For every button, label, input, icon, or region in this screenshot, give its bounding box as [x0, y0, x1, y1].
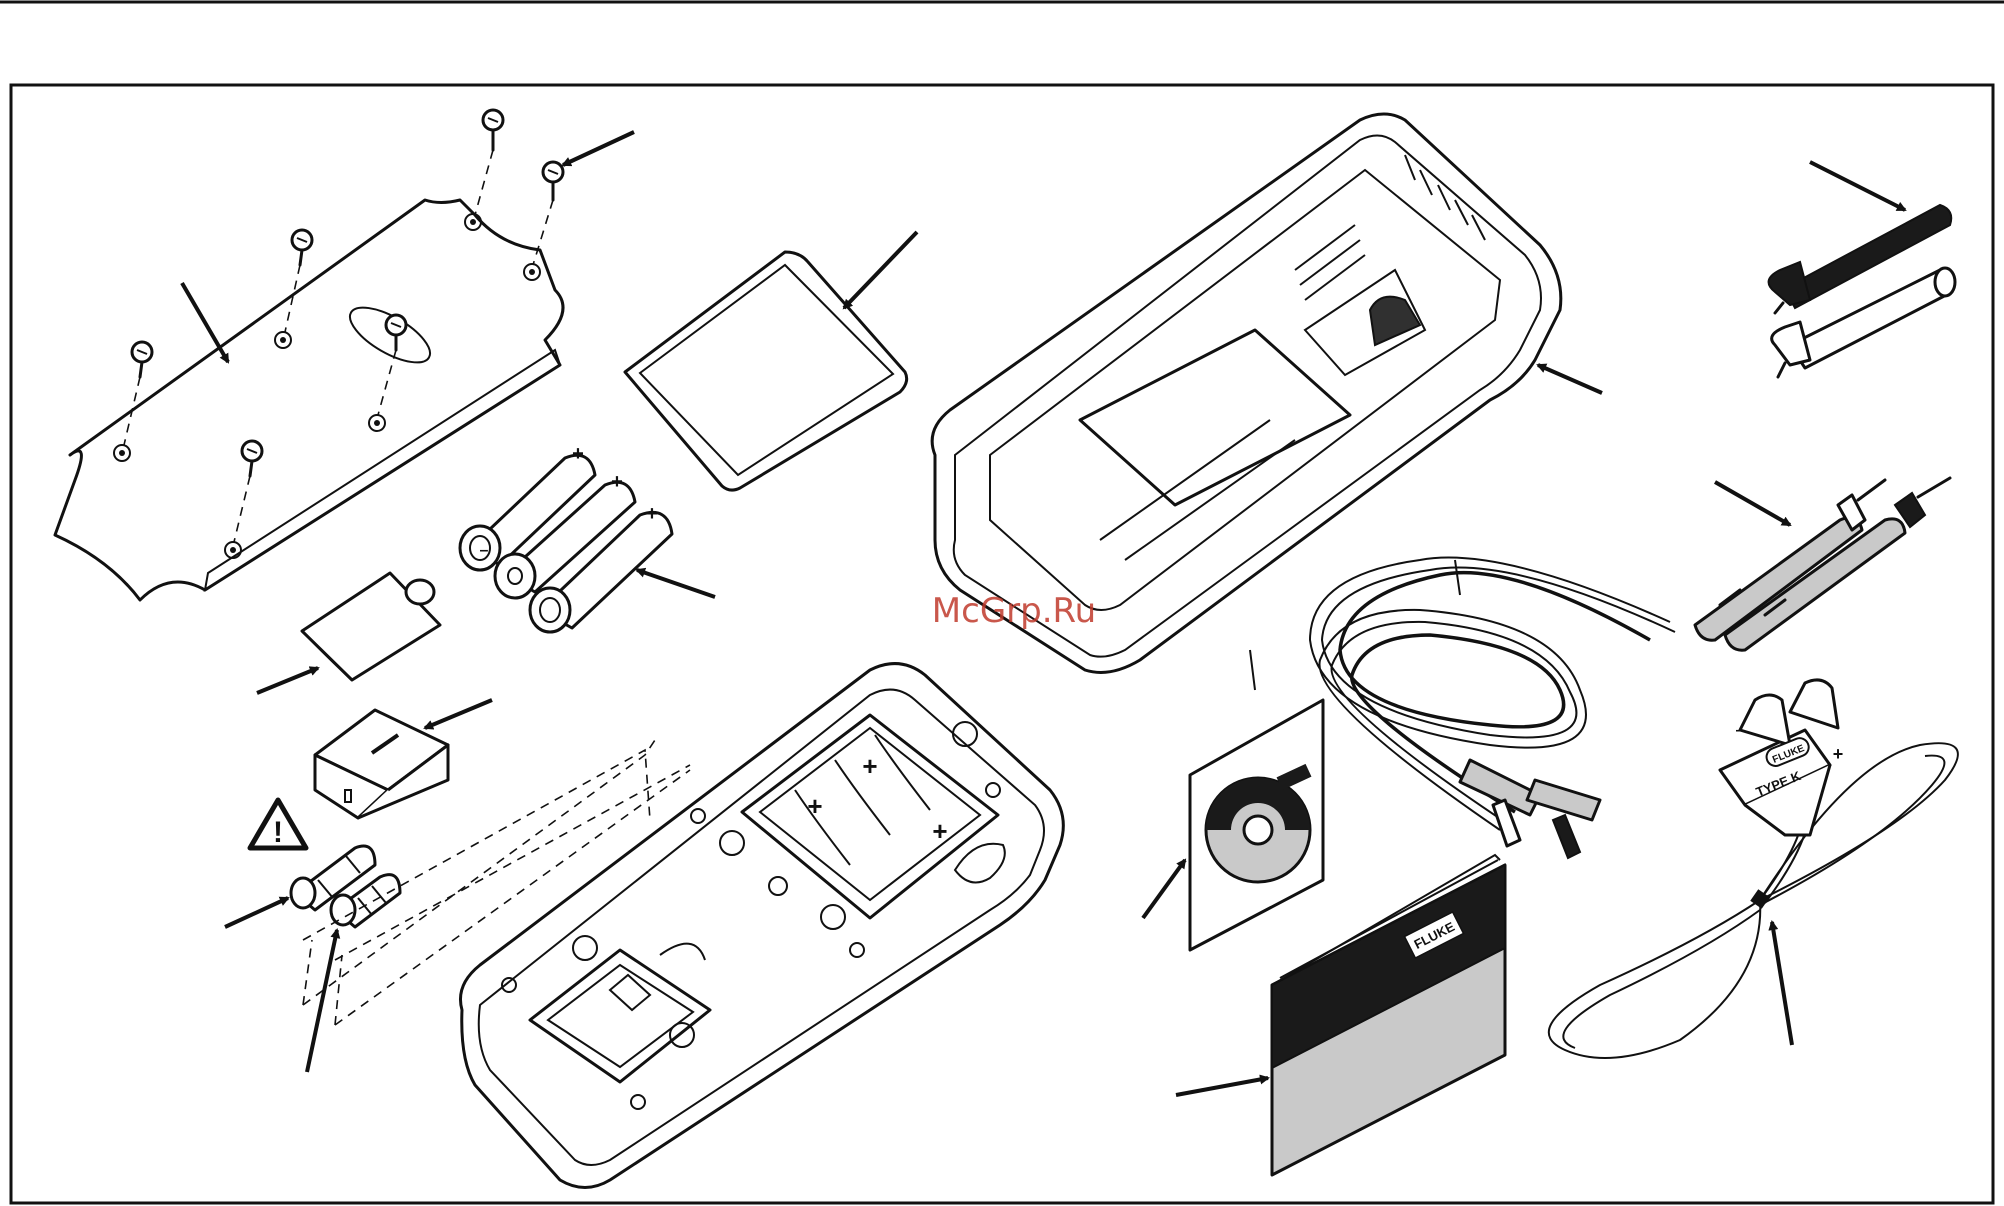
- banana-plug-black: [1527, 780, 1600, 858]
- users-manual: FLUKE: [1272, 855, 1505, 1175]
- callout-arrow-manual: [1176, 1078, 1268, 1095]
- callout-arrow-gasket: [844, 232, 917, 308]
- callout-arrow-cd: [1143, 860, 1185, 918]
- callout-arrow-test-leads: [1715, 482, 1790, 525]
- compartment-plus-mark: +: [807, 791, 822, 821]
- fuse-cover-shield: [302, 573, 440, 680]
- figure-frame: [11, 85, 1993, 1203]
- fuses: [291, 846, 400, 927]
- callout-arrow-shield: [257, 668, 318, 693]
- callout-arrow-batteries: [637, 570, 715, 597]
- battery-minus-mark: –: [480, 542, 489, 559]
- thermocouple-type-k: FLUKE TYPE K + –: [1549, 680, 1958, 1058]
- callout-arrow-thermocouple: [1772, 922, 1792, 1045]
- banana-plug-red: [1460, 760, 1540, 846]
- battery-plus-mark: +: [611, 471, 623, 493]
- test-leads: [1310, 478, 1950, 858]
- cd-disc: [1206, 778, 1310, 882]
- thermocouple-minus-mark: –: [1736, 722, 1745, 739]
- screw: [132, 342, 152, 377]
- probe-tip-accessories: [1769, 205, 1955, 377]
- callout-arrow-screw: [563, 132, 634, 165]
- watermark-text: McGrp.Ru: [932, 591, 1096, 631]
- callout-arrow-fuse-2: [307, 930, 337, 1072]
- warning-mark: !: [273, 816, 283, 849]
- meter-back-case: + + +: [460, 664, 1063, 1188]
- warning-triangle-icon: !: [250, 800, 306, 849]
- battery-plus-mark: +: [572, 443, 584, 465]
- compartment-plus-mark: +: [932, 816, 947, 846]
- screw: [543, 162, 563, 200]
- callout-arrow-probe-tips: [1810, 162, 1905, 210]
- compartment-plus-mark: +: [862, 751, 877, 781]
- callout-arrow-holster: [1538, 365, 1602, 393]
- battery-plus-mark: +: [646, 503, 658, 525]
- callout-arrow-door: [182, 283, 228, 362]
- cd-rom-sleeve: [1190, 700, 1323, 950]
- callout-arrow-fuse: [225, 898, 288, 927]
- thermocouple-plus-mark: +: [1833, 744, 1844, 764]
- screw: [483, 110, 503, 150]
- callout-arrow-fuse-block: [425, 700, 492, 728]
- screw: [292, 230, 312, 265]
- batteries: + – + +: [460, 443, 672, 632]
